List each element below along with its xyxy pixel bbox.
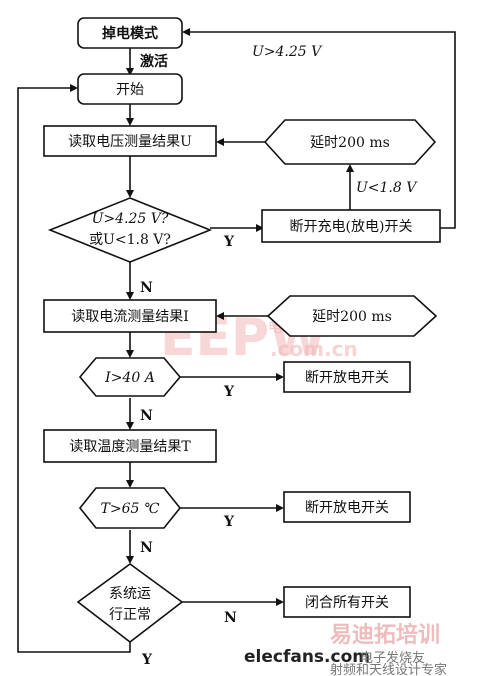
node-voltage-decision [47, 197, 213, 263]
node-cut-discharge-2-label: 断开放电开关 [305, 500, 389, 516]
node-read-temp-label: 读取温度测量结果T [69, 438, 191, 455]
label-n2: N [140, 408, 153, 424]
label-u-low: U<1.8 V [356, 180, 418, 196]
node-cut-charge-label: 断开充电(放电)开关 [290, 219, 413, 235]
node-cut-charge [261, 209, 441, 243]
watermark-training: 易迪拓培训 [330, 622, 440, 648]
label-activate: 激活 [140, 53, 168, 70]
node-delay-top-label: 延时200 ms [310, 135, 390, 151]
node-standby-label: 掉电模式 [102, 25, 158, 42]
node-delay-mid [266, 295, 438, 337]
node-voltage-decision-line2: 或U<1.8 V? [89, 232, 171, 248]
node-system-decision-line1: 系统运 [109, 586, 151, 602]
node-current-decision [78, 357, 182, 397]
watermark-rf-expert: 射频和天线设计专家 [330, 662, 447, 676]
label-y3: Y [223, 514, 235, 530]
label-y2: Y [223, 384, 235, 400]
arrow-cutcharge-standby [184, 31, 456, 229]
node-cut-discharge-1-label: 断开放电开关 [305, 370, 389, 386]
arrow-sys-loop-start [17, 87, 131, 653]
node-delay-top [263, 119, 437, 165]
node-cut-discharge-1 [283, 361, 411, 393]
label-n3: N [140, 540, 153, 556]
label-n4: N [224, 610, 237, 626]
label-y4: Y [141, 652, 153, 668]
watermark-ebpw-domain: .com.cn [270, 337, 358, 361]
node-close-all [283, 586, 411, 618]
watermark-elecfans: elecfans.com [244, 647, 370, 667]
node-start [77, 73, 183, 105]
node-cut-discharge-2 [283, 491, 411, 523]
node-read-current [43, 299, 217, 333]
label-y1: Y [223, 234, 235, 250]
label-u-high: U>4.25 V [252, 44, 323, 60]
node-read-voltage [43, 125, 217, 157]
node-read-current-label: 读取电流测量结果I [71, 308, 189, 325]
node-delay-mid-label: 延时200 ms [312, 309, 392, 325]
label-n1: N [140, 280, 153, 296]
node-voltage-decision-line1: U>4.25 V? [92, 211, 169, 227]
node-system-decision-line2: 行正常 [109, 607, 151, 623]
node-read-voltage-label: 读取电压测量结果U [68, 133, 192, 150]
watermark-elecfans-cn: 电子发烧友 [360, 650, 425, 666]
node-temp-decision [78, 487, 182, 529]
node-system-decision [76, 563, 184, 644]
node-close-all-label: 闭合所有开关 [305, 595, 389, 611]
node-temp-decision-label: T>65 ℃ [101, 501, 160, 517]
node-read-temp [43, 429, 217, 463]
node-standby [77, 17, 183, 49]
node-start-label: 开始 [116, 82, 144, 98]
node-current-decision-label: I>40 A [104, 370, 155, 386]
